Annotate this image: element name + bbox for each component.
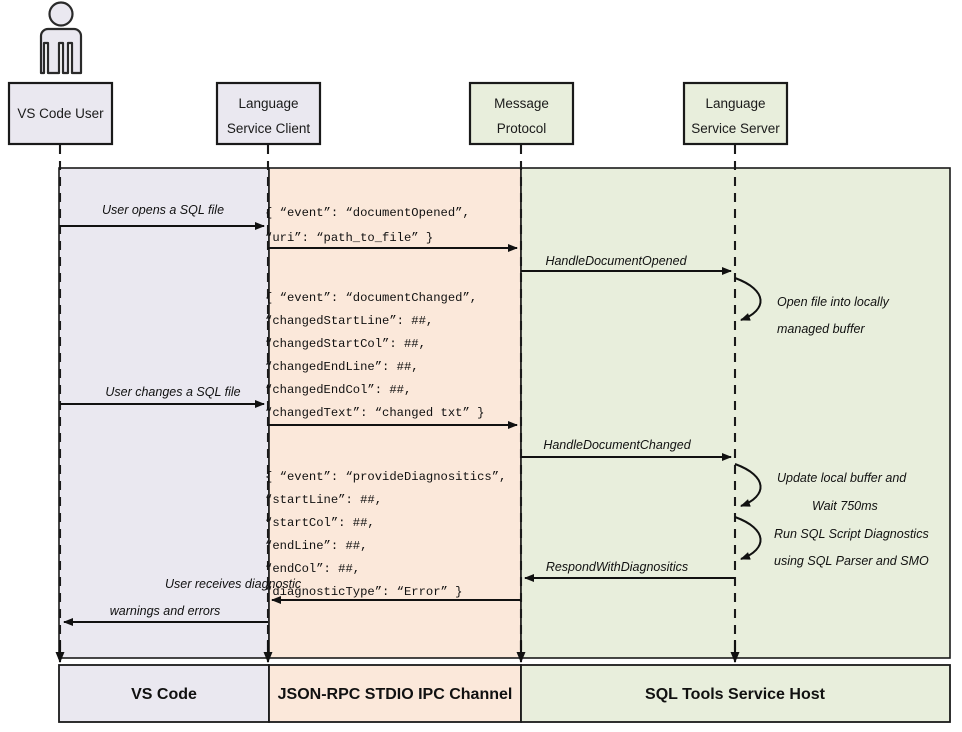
- json-line: “diagnosticType”: “Error” }: [265, 585, 462, 599]
- self-loop-note-line1: Update local buffer and: [777, 471, 907, 485]
- json-block-document-changed: { “event”: “documentChanged”, “changedSt…: [265, 291, 484, 420]
- json-line: “changedEndCol”: ##,: [265, 383, 411, 397]
- json-line: “changedStartLine”: ##,: [265, 314, 433, 328]
- message-arrows: [60, 222, 735, 626]
- participant-label-line2: Service Server: [691, 121, 780, 136]
- participant-header-language-service-server[interactable]: Language Service Server: [682, 81, 789, 146]
- participant-box[interactable]: [7, 81, 114, 146]
- footer-lane-box[interactable]: [58, 664, 270, 723]
- label-msg-handle-document-changed: HandleDocumentChanged: [543, 438, 691, 452]
- self-loop-path: [734, 463, 762, 507]
- self-loop-open-file: Open file into locally managed buffer: [734, 277, 890, 336]
- self-loop-note-line2: using SQL Parser and SMO: [774, 554, 929, 568]
- self-loop-note-line2: managed buffer: [777, 322, 865, 336]
- json-line: “endLine”: ##,: [265, 539, 367, 553]
- json-line: “changedStartCol”: ##,: [265, 337, 426, 351]
- self-loop-note-line1: Open file into locally: [777, 295, 890, 309]
- json-payload-blocks: { “event”: “documentOpened”, “uri”: “pat…: [265, 206, 506, 599]
- label-msg-respond-with-diagnositics: RespondWithDiagnositics: [546, 560, 688, 574]
- json-line: “uri”: “path_to_file” }: [265, 231, 433, 245]
- label-msg-handle-document-opened: HandleDocumentOpened: [545, 254, 687, 268]
- self-loop-path: [734, 277, 762, 321]
- participant-label-line1: Language: [238, 96, 298, 111]
- footer-lane-json-rpc[interactable]: JSON-RPC STDIO IPC Channel: [268, 664, 522, 723]
- json-line: “changedEndLine”: ##,: [265, 360, 419, 374]
- footer-lane-box[interactable]: [268, 664, 522, 723]
- self-loops: Open file into locally managed buffer Up…: [734, 277, 929, 568]
- person-icon-body: [39, 27, 83, 75]
- self-loop-run-diagnostics: Run SQL Script Diagnostics using SQL Par…: [734, 516, 929, 568]
- json-line: “startLine”: ##,: [265, 493, 382, 507]
- json-block-provide-diagnositics: { “event”: “provideDiagnositics”, “start…: [265, 470, 506, 599]
- lifeline-terminators: [55, 640, 740, 663]
- participant-label-line1: Message: [494, 96, 549, 111]
- participant-box[interactable]: [215, 81, 322, 146]
- footer-lane-vs-code[interactable]: VS Code: [58, 664, 270, 723]
- json-line: “changedText”: “changed txt” }: [265, 406, 484, 420]
- participant-header-message-protocol[interactable]: Message Protocol: [468, 81, 575, 146]
- self-loop-note-line2: Wait 750ms: [812, 499, 878, 513]
- lifelines: [58, 145, 737, 655]
- footer-lane-label: JSON-RPC STDIO IPC Channel: [278, 686, 513, 703]
- footer-lane-label: SQL Tools Service Host: [645, 686, 826, 703]
- participant-label-line2: Protocol: [497, 121, 547, 136]
- label-msg-user-receives-line2: warnings and errors: [110, 604, 220, 618]
- participant-box[interactable]: [468, 81, 575, 146]
- json-line: { “event”: “documentChanged”,: [265, 291, 477, 305]
- self-loop-path: [734, 516, 762, 560]
- participant-label-line1: VS Code User: [17, 106, 104, 121]
- footer-lane-label: VS Code: [131, 686, 197, 703]
- participant-header-vs-code-user[interactable]: VS Code User: [7, 81, 114, 146]
- footer-lane-box[interactable]: [520, 664, 951, 723]
- person-icon-head: [48, 1, 74, 27]
- lane-band-json-rpc: [268, 167, 522, 659]
- participant-label-line1: Language: [705, 96, 765, 111]
- lane-band-vs-code: [58, 167, 270, 659]
- participant-header-language-service-client[interactable]: Language Service Client: [215, 81, 322, 146]
- label-msg-user-changes: User changes a SQL file: [105, 385, 240, 399]
- json-line: “startCol”: ##,: [265, 516, 375, 530]
- participant-label-line2: Service Client: [227, 121, 311, 136]
- self-loop-update-buffer: Update local buffer and Wait 750ms: [734, 463, 907, 513]
- participant-box[interactable]: [682, 81, 789, 146]
- label-msg-user-receives-line1: User receives diagnostic: [165, 577, 302, 591]
- actor-figure: [39, 1, 83, 75]
- json-line: { “event”: “documentOpened”,: [265, 206, 470, 220]
- json-line: “endCol”: ##,: [265, 562, 360, 576]
- message-labels: User opens a SQL file HandleDocumentOpen…: [102, 203, 692, 618]
- label-msg-user-opens: User opens a SQL file: [102, 203, 224, 217]
- json-line: { “event”: “provideDiagnositics”,: [265, 470, 506, 484]
- json-block-document-opened: { “event”: “documentOpened”, “uri”: “pat…: [265, 206, 470, 245]
- footer-lane-sql-tools[interactable]: SQL Tools Service Host: [520, 664, 951, 723]
- self-loop-note-line1: Run SQL Script Diagnostics: [774, 527, 929, 541]
- footer-lanes: VS Code JSON-RPC STDIO IPC Channel SQL T…: [58, 664, 951, 723]
